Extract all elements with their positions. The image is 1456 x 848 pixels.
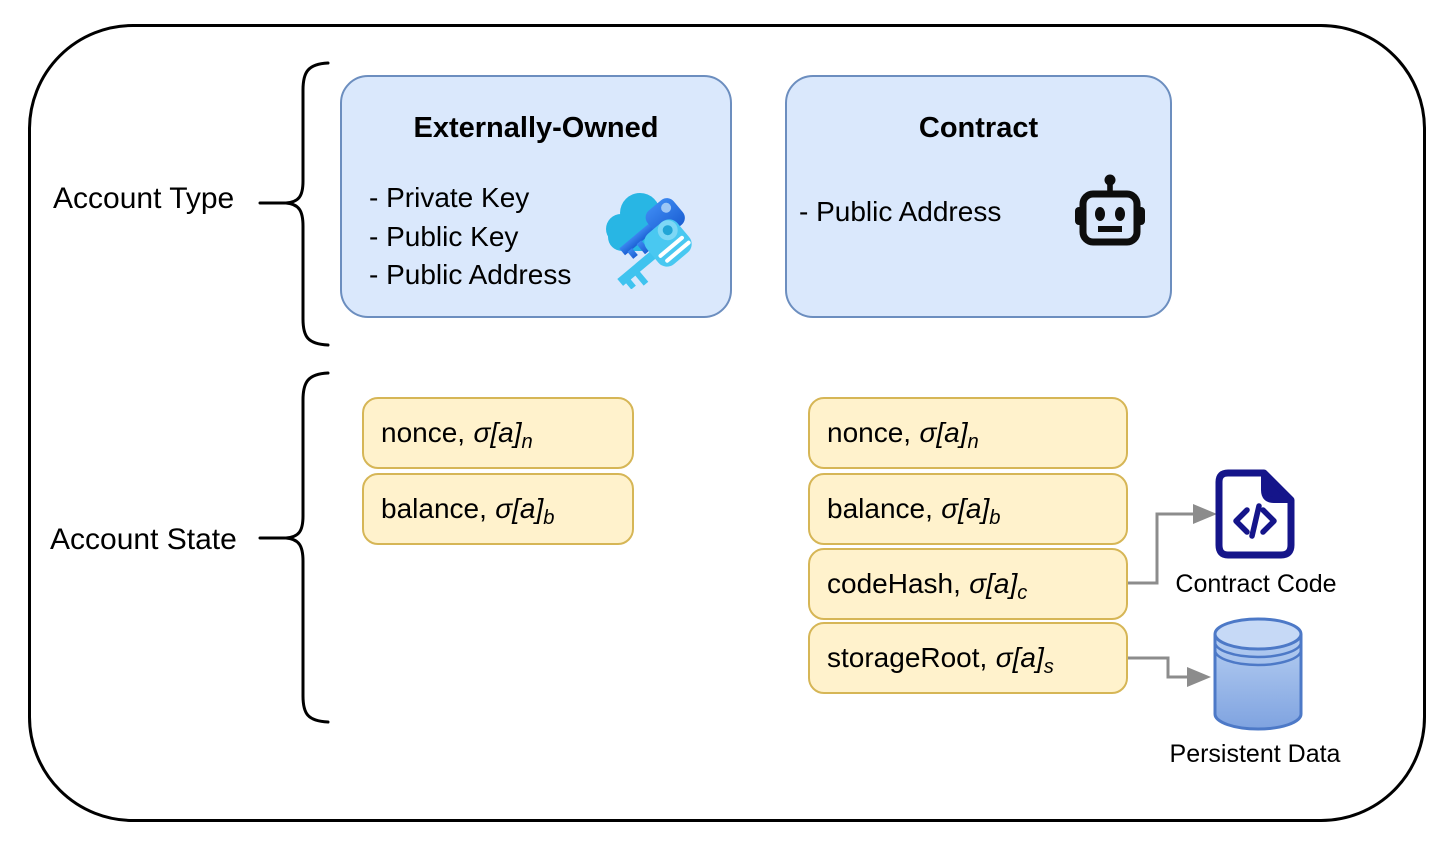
row-sigma: σ[a] xyxy=(495,493,544,524)
contract-items: - Public Address xyxy=(799,193,1001,231)
persistent-data-label: Persistent Data xyxy=(1169,740,1341,768)
contract-storageroot-row: storageRoot,σ[a]s xyxy=(808,622,1128,694)
row-sigma: σ[a] xyxy=(919,417,968,448)
contract-balance-row: balance, σ[a]b xyxy=(808,473,1128,545)
row-sigma: σ[a] xyxy=(995,642,1044,673)
row-sigma: σ[a] xyxy=(473,417,522,448)
row-subscript: b xyxy=(543,507,555,530)
robot-icon xyxy=(1075,174,1145,246)
row-label: storageRoot, xyxy=(827,642,988,673)
contract-codehash-row: codeHash, σ[a]c xyxy=(808,548,1128,620)
row-label: codeHash, xyxy=(827,568,961,599)
row-sigma: σ[a] xyxy=(969,568,1018,599)
row-subscript: n xyxy=(967,431,979,454)
front-key xyxy=(617,219,692,289)
contract-title: Contract xyxy=(918,112,1039,144)
eoa-item-public-address: - Public Address xyxy=(369,259,572,290)
row-subscript: s xyxy=(1043,656,1054,679)
row-subscript: b xyxy=(989,507,1001,530)
row-label: balance, xyxy=(381,493,487,524)
row-label: nonce, xyxy=(827,417,912,448)
keys-icon xyxy=(606,193,692,289)
contract-nonce-row: nonce,σ[a]n xyxy=(808,397,1128,469)
row-label: balance, xyxy=(827,493,933,524)
row-subscript: n xyxy=(521,431,533,454)
eoa-item-public-key: - Public Key xyxy=(369,220,519,252)
database-icon xyxy=(1213,617,1303,731)
code-document-icon xyxy=(1215,469,1295,559)
eoa-item-private-key: - Private Key xyxy=(369,182,530,213)
eoa-nonce-row: nonce,σ[a]n xyxy=(362,397,634,469)
eoa-balance-row: balance, σ[a]b xyxy=(362,473,634,545)
account-state-label: Account State xyxy=(50,523,237,556)
externally-owned-title: Externally-Owned xyxy=(413,112,659,144)
contract-code-label: Contract Code xyxy=(1175,570,1337,598)
row-sigma: σ[a] xyxy=(941,493,990,524)
externally-owned-card: Externally-Owned - Private Key - Public … xyxy=(340,75,732,318)
row-subscript: c xyxy=(1017,582,1028,605)
externally-owned-items: - Private Key - Public Key - Public Addr… xyxy=(369,179,571,295)
row-label: nonce, xyxy=(381,417,466,448)
outer-rounded-border xyxy=(28,24,1426,822)
account-type-label: Account Type xyxy=(53,182,235,215)
contract-card: Contract - Public Address xyxy=(785,75,1172,318)
contract-item-public-address: - Public Address xyxy=(799,196,1002,227)
